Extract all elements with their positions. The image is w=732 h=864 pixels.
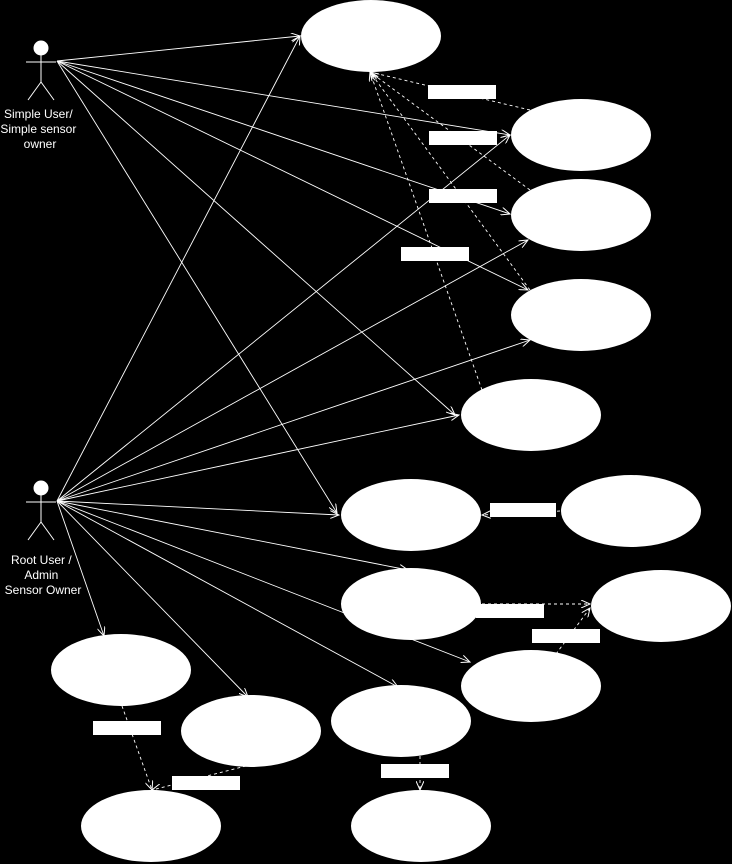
relation-label-box bbox=[93, 721, 161, 735]
use-case-ellipse bbox=[511, 99, 651, 171]
use-cases bbox=[51, 0, 731, 862]
simple-user-associations bbox=[56, 36, 528, 513]
actor-label-line: Simple sensor bbox=[0, 122, 76, 136]
actor-simple-user: Simple User/ Simple sensor owner bbox=[0, 40, 79, 151]
actor-root-user: Root User / Admin Sensor Owner bbox=[5, 480, 82, 597]
use-case-ellipse bbox=[351, 790, 491, 862]
actor-label-line: Sensor Owner bbox=[5, 583, 82, 597]
association-line bbox=[56, 60, 510, 214]
use-case-ellipse bbox=[341, 568, 481, 640]
relation-label-box bbox=[401, 247, 469, 261]
relation-label-box bbox=[429, 189, 497, 203]
actor-label-line: Admin bbox=[24, 568, 58, 582]
use-case-ellipse bbox=[341, 479, 481, 551]
association-line bbox=[56, 415, 459, 502]
association-line bbox=[56, 60, 510, 135]
use-case-ellipse bbox=[591, 570, 731, 642]
use-case-ellipse bbox=[511, 279, 651, 351]
dependency-line bbox=[370, 72, 483, 391]
actor-label-line: Simple User/ bbox=[4, 107, 73, 121]
actor-label-line: Root User / bbox=[11, 553, 72, 567]
relation-label-box bbox=[428, 85, 496, 99]
association-line bbox=[56, 500, 104, 636]
actor-label: Root User / Admin Sensor Owner bbox=[5, 553, 82, 597]
association-line bbox=[56, 36, 300, 502]
association-line bbox=[56, 500, 248, 697]
association-line bbox=[56, 500, 408, 570]
association-line bbox=[56, 60, 455, 415]
relation-label-box bbox=[381, 764, 449, 778]
use-case-ellipse bbox=[181, 695, 321, 767]
stick-figure-icon bbox=[26, 480, 56, 541]
actor-label-line: owner bbox=[24, 137, 57, 151]
association-line bbox=[56, 500, 339, 515]
use-case-ellipse bbox=[511, 179, 651, 251]
relation-labels bbox=[93, 85, 600, 790]
use-case-ellipse bbox=[461, 650, 601, 722]
relation-label-box bbox=[476, 604, 544, 618]
dependency-line bbox=[121, 705, 152, 790]
actor-label: Simple User/ Simple sensor owner bbox=[0, 107, 79, 151]
stick-figure-icon bbox=[26, 40, 56, 101]
use-case-ellipse bbox=[561, 475, 701, 547]
association-line bbox=[56, 340, 530, 502]
use-case-ellipse bbox=[331, 685, 471, 757]
use-case-ellipse bbox=[81, 790, 221, 862]
relation-label-box bbox=[490, 503, 556, 517]
association-line bbox=[56, 500, 398, 687]
root-user-associations bbox=[56, 36, 530, 697]
use-case-ellipse bbox=[461, 379, 601, 451]
relation-label-box bbox=[532, 629, 600, 643]
use-case-ellipse bbox=[51, 634, 191, 706]
association-line bbox=[56, 36, 300, 62]
use-case-ellipse bbox=[301, 0, 441, 72]
association-line bbox=[56, 240, 528, 502]
relation-label-box bbox=[172, 776, 240, 790]
relation-label-box bbox=[429, 131, 497, 145]
association-line bbox=[56, 60, 337, 513]
